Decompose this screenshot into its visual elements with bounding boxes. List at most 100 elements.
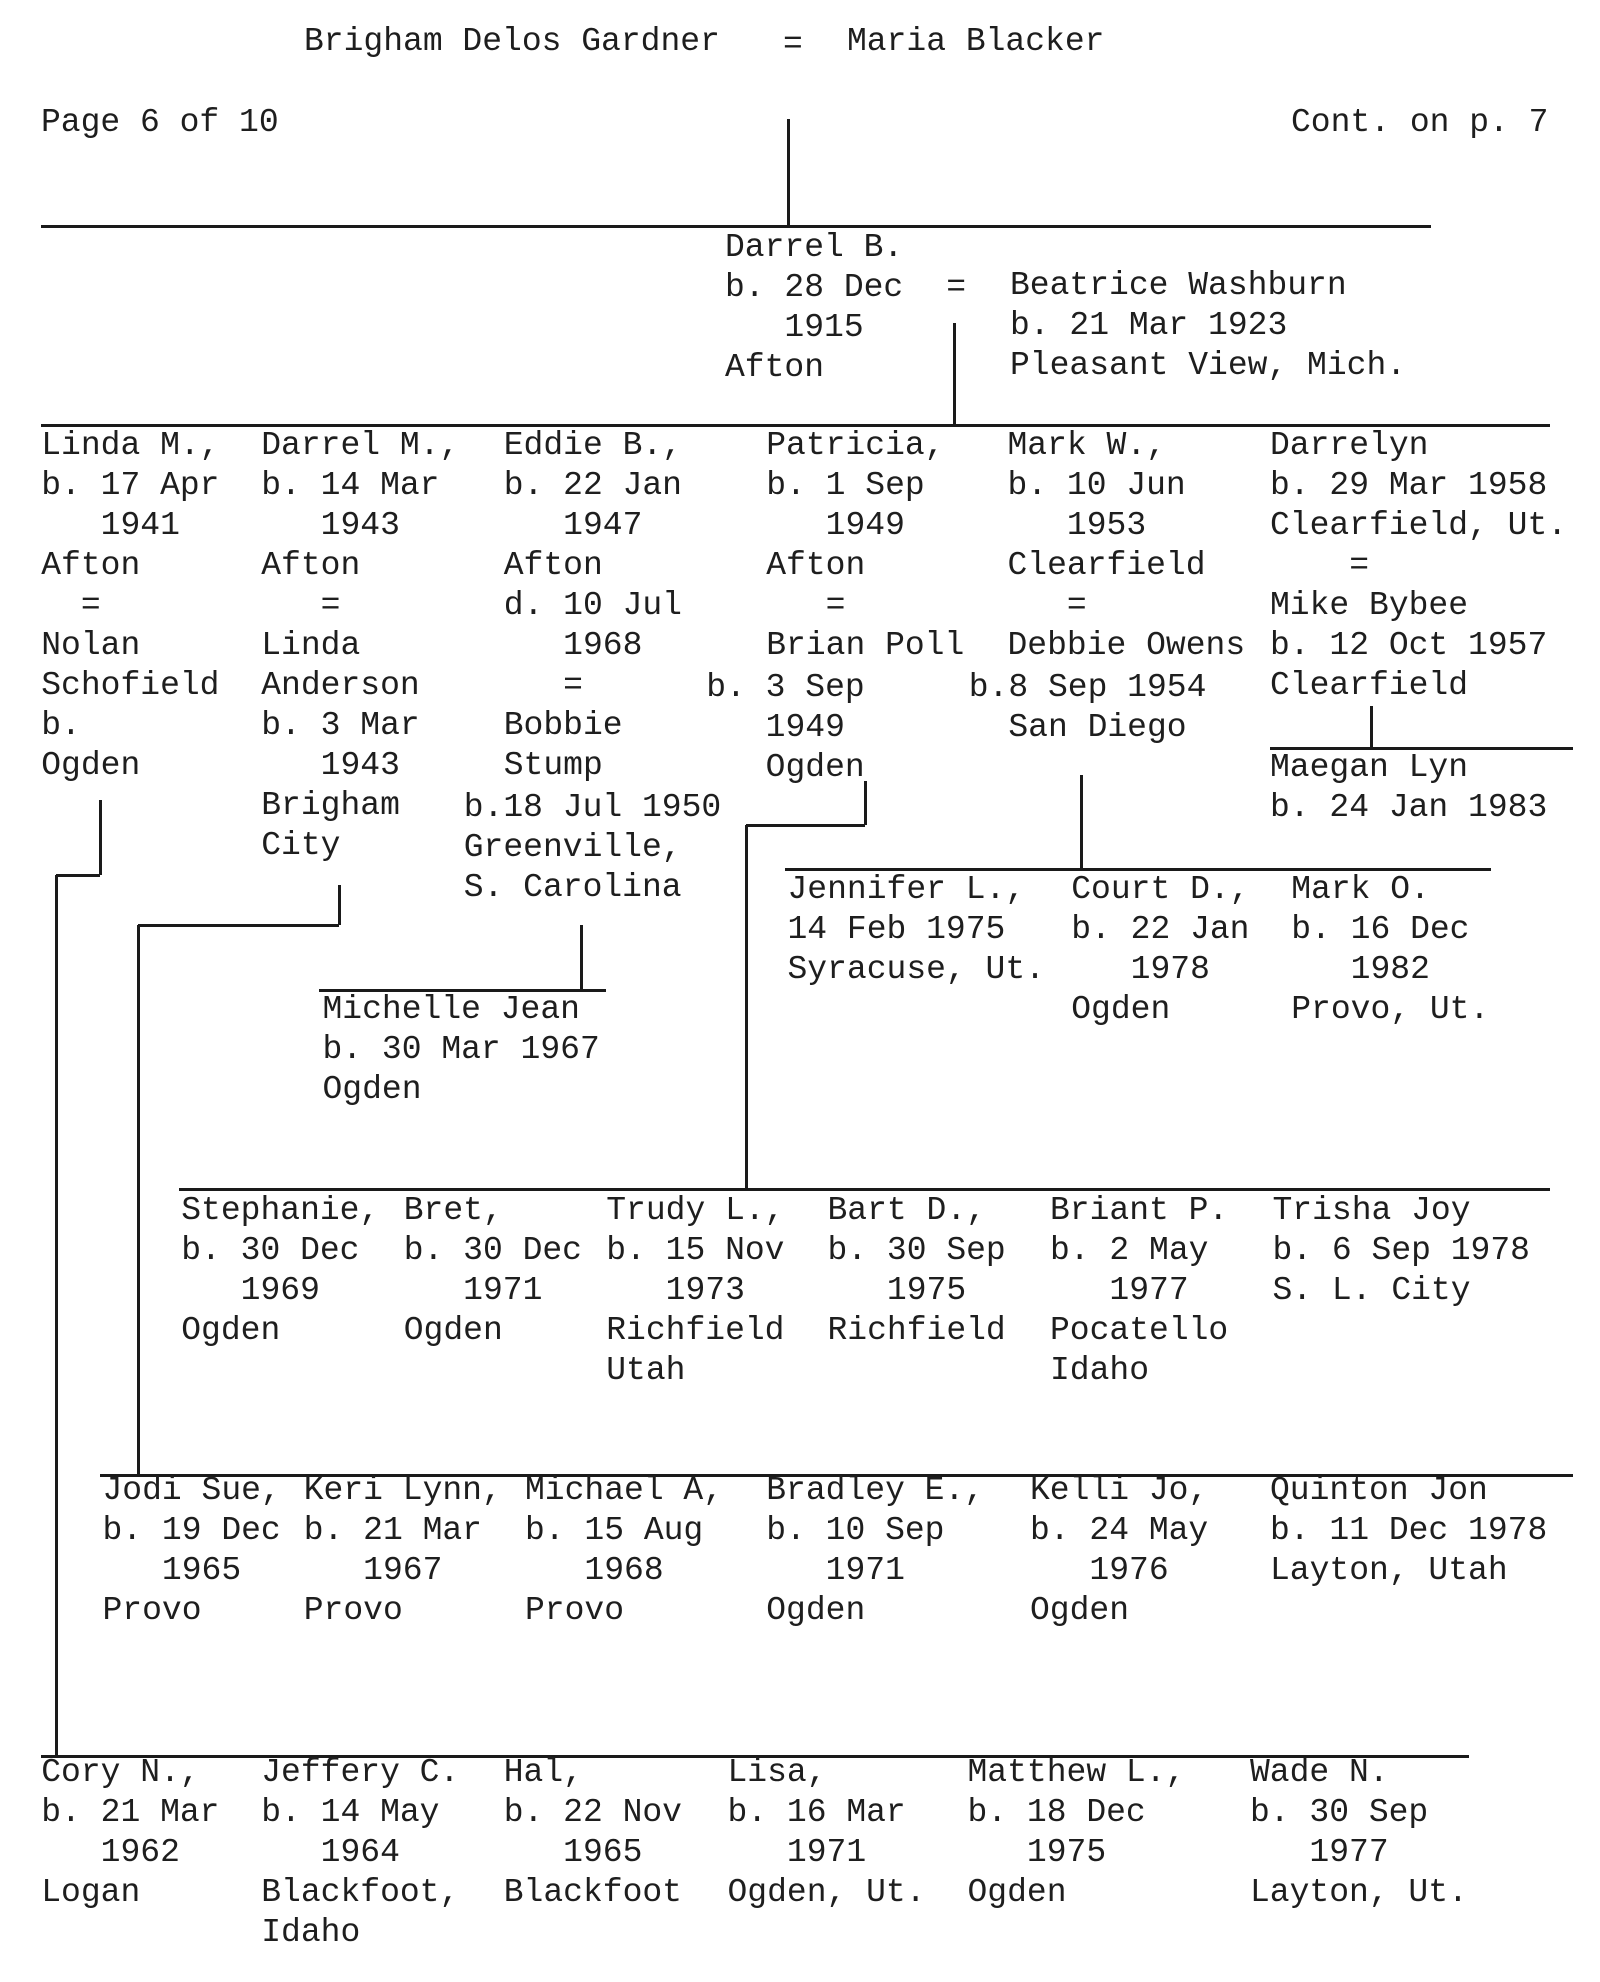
person-detail: Clearfield xyxy=(1270,667,1469,705)
person-detail: Bobbie xyxy=(503,707,623,745)
person-name: Darrelyn xyxy=(1270,427,1429,465)
person-detail: Provo xyxy=(525,1592,625,1630)
connector-line-horizontal xyxy=(785,867,1492,871)
person-name: Linda M., xyxy=(41,427,220,465)
person-detail: Ogden xyxy=(41,747,141,785)
person-detail: Afton xyxy=(261,547,361,585)
connector-line-vertical xyxy=(136,925,140,1475)
connector-line-horizontal xyxy=(41,1755,1469,1759)
person-detail: Afton xyxy=(766,547,866,585)
person-detail: Layton, Ut. xyxy=(1250,1873,1468,1911)
progenitor-spouse-name: Maria Blacker xyxy=(847,23,1105,60)
person-detail: b. 28 Dec xyxy=(725,268,904,306)
person-detail: = xyxy=(1270,547,1370,585)
person-detail: Provo, Ut. xyxy=(1291,991,1490,1028)
person-detail: b. 17 Apr xyxy=(41,467,220,505)
person-name: Darrel B. xyxy=(725,228,904,266)
person-detail: Anderson xyxy=(261,667,420,705)
person-detail: San Diego xyxy=(968,708,1187,746)
person-detail: b. 29 Mar 1958 xyxy=(1270,467,1548,505)
person-detail: Stump xyxy=(503,747,603,785)
person-detail: 14 Feb 1975 xyxy=(787,911,1006,948)
person-detail: S. Carolina xyxy=(463,868,682,906)
person-detail: b. 22 Jan xyxy=(503,467,682,505)
person-detail: 1915 xyxy=(725,308,864,346)
connector-line-horizontal xyxy=(137,924,339,927)
person-detail: 1971 xyxy=(403,1272,543,1310)
connector-line-horizontal xyxy=(746,824,865,827)
person-detail: Blackfoot xyxy=(503,1873,682,1911)
person-detail: b. 18 Dec xyxy=(967,1793,1146,1831)
person-detail: b. 30 Sep xyxy=(1250,1793,1429,1831)
person-detail: b. 15 Aug xyxy=(525,1512,704,1550)
person-detail: Linda xyxy=(261,627,361,665)
person-name: Eddie B., xyxy=(503,427,682,465)
person-detail: b. 15 Nov xyxy=(606,1232,785,1270)
person-detail: Richfield xyxy=(827,1312,1006,1350)
connector-line-vertical xyxy=(55,875,59,1757)
person-detail: b. 2 May xyxy=(1050,1232,1209,1270)
person-name: Jodi Sue, xyxy=(102,1472,281,1510)
person-detail: b. 11 Dec 1978 xyxy=(1270,1512,1548,1550)
person-detail: Nolan xyxy=(41,627,141,665)
person-detail: 1964 xyxy=(261,1833,400,1871)
person-detail: 1982 xyxy=(1291,951,1430,988)
person-detail: Provo xyxy=(102,1592,202,1630)
person-entry-mark-spouse-tail: b.8 Sep 1954 San Diego xyxy=(969,668,1207,748)
person-detail: 1949 xyxy=(766,507,905,545)
connector-line-horizontal xyxy=(318,989,607,992)
person-detail: b. 6 Sep 1978 xyxy=(1272,1232,1530,1270)
person-detail: Idaho xyxy=(261,1913,361,1951)
person-detail: 1977 xyxy=(1250,1833,1389,1871)
connector-line-vertical xyxy=(337,885,341,925)
person-detail: S. L. City xyxy=(1272,1272,1471,1310)
progenitor-name: Brigham Delos Gardner xyxy=(304,23,720,60)
person-detail: b. 21 Mar xyxy=(41,1793,220,1831)
person-name: Bret, xyxy=(403,1192,503,1230)
person-detail: Layton, Utah xyxy=(1270,1552,1508,1590)
person-detail: 1968 xyxy=(503,627,643,665)
connector-line-horizontal xyxy=(1270,746,1573,750)
person-name: Darrel M., xyxy=(261,427,460,465)
person-detail: b. 16 Mar xyxy=(727,1793,906,1831)
person-name: Maegan Lyn xyxy=(1270,748,1469,786)
person-detail: d. 10 Jul xyxy=(503,587,682,625)
person-detail: Ogden xyxy=(1030,1592,1130,1630)
person-detail: b. xyxy=(41,707,81,745)
person-detail: Ogden xyxy=(706,748,865,786)
person-name: Kelli Jo, xyxy=(1030,1472,1209,1510)
person-name: Hal, xyxy=(503,1753,583,1791)
person-detail: Ogden, Ut. xyxy=(727,1873,926,1911)
person-detail: b. 21 Mar xyxy=(303,1512,482,1550)
person-detail: b. 22 Jan xyxy=(1071,911,1250,948)
person-detail: b. 24 May xyxy=(1030,1512,1209,1550)
person-detail: Ogden xyxy=(967,1873,1067,1911)
person-name: Jeffery C. xyxy=(261,1753,460,1791)
person-detail: Ogden xyxy=(181,1312,281,1350)
person-detail: 1967 xyxy=(303,1552,443,1590)
person-detail: Ogden xyxy=(1071,991,1171,1028)
person-detail: b. 19 Dec xyxy=(102,1512,281,1550)
person-name: b.18 Jul 1950 xyxy=(463,788,722,826)
person-detail: = xyxy=(766,587,846,625)
person-detail: b. 3 Mar xyxy=(261,707,420,745)
person-detail: 1976 xyxy=(1030,1552,1169,1590)
